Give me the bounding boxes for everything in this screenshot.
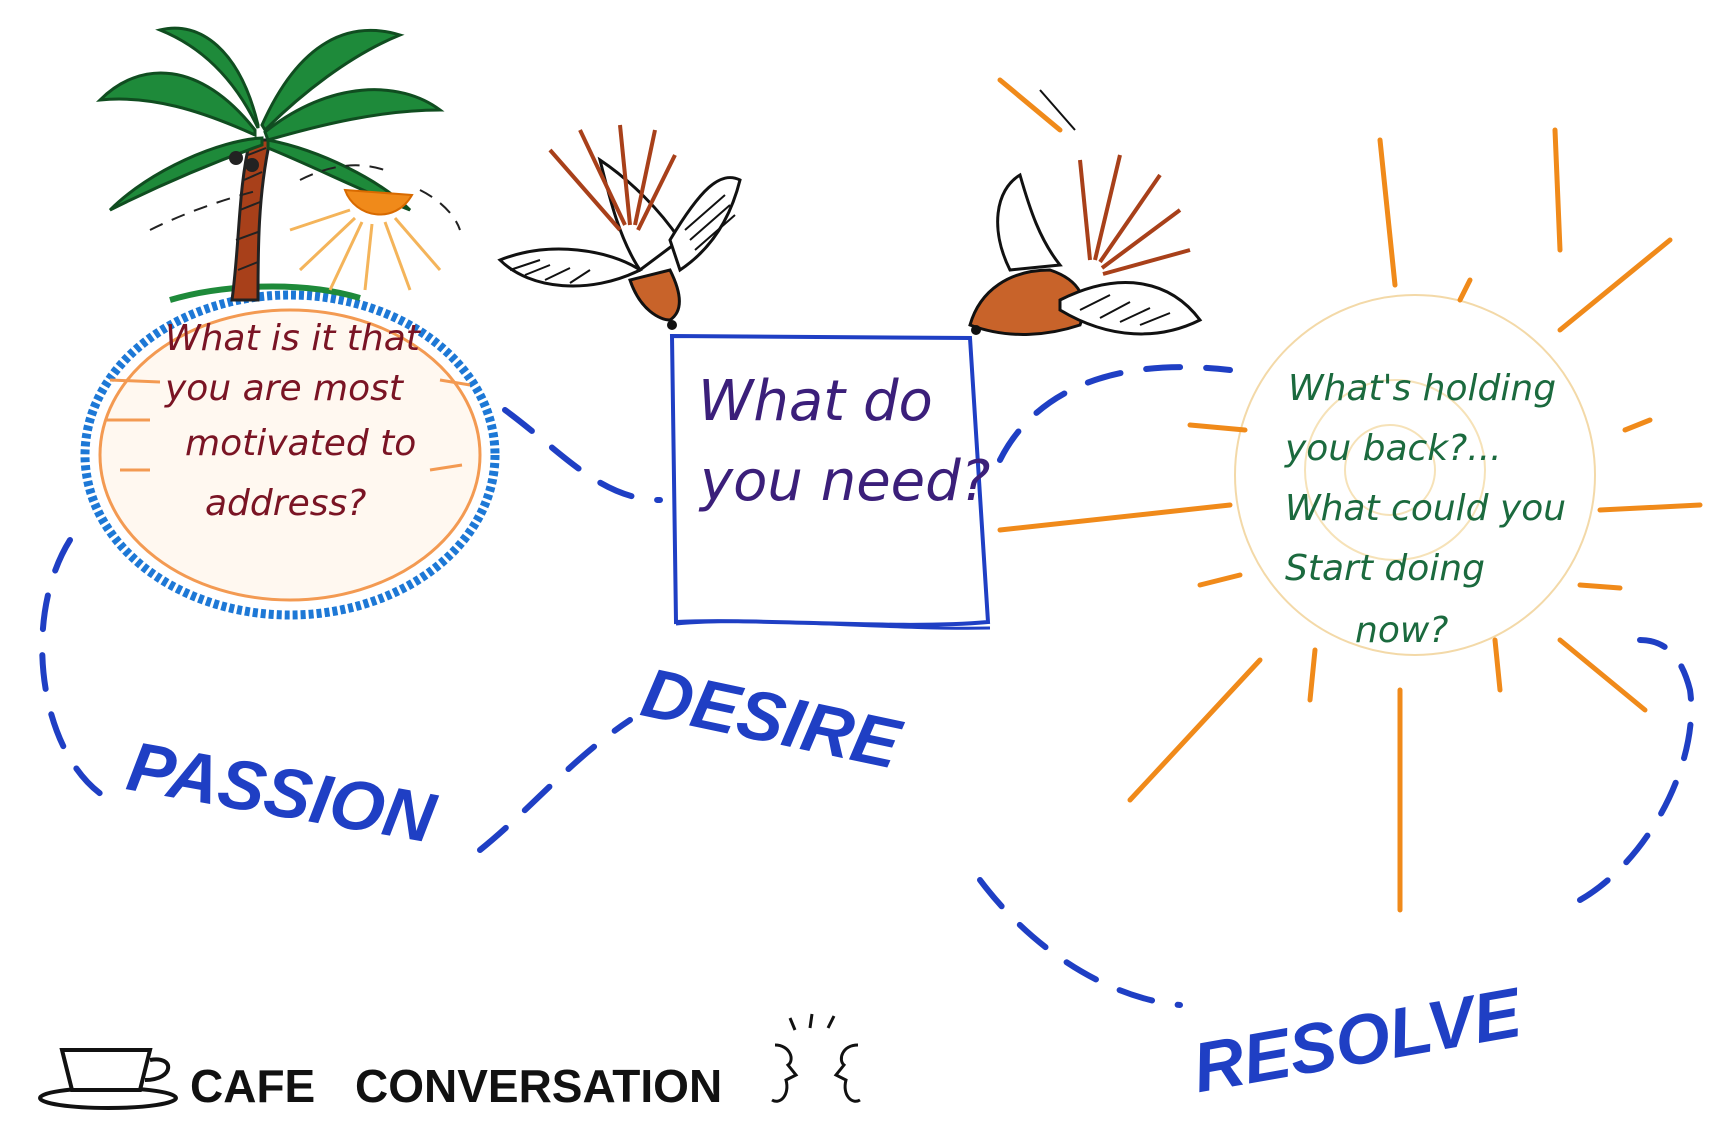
passion-question-line-4: address?: [205, 483, 366, 524]
palm-tree-icon: [95, 26, 445, 302]
dashed-path: [39, 364, 1695, 1008]
passion-question-line-1: What is it that: [165, 318, 422, 359]
desire-question-line-2: you need?: [698, 449, 990, 514]
bird-icon: [497, 124, 742, 330]
sun-icon: [997, 77, 1703, 913]
path-word-resolve: RESOLVE: [1187, 973, 1528, 1108]
resolve-question: What's holding you back?... What could y…: [1284, 368, 1566, 651]
footer-title-conversation: CONVERSATION: [355, 1060, 722, 1112]
bird-icon: [968, 154, 1203, 336]
footer-title: CAFE CONVERSATION: [190, 1060, 722, 1112]
passion-question-line-3: motivated to: [185, 423, 416, 464]
passion-question: What is it that you are most motivated t…: [164, 318, 422, 524]
desire-question: What do you need?: [698, 369, 990, 514]
passion-question-line-2: you are most: [164, 368, 405, 409]
resolve-question-line-1: What's holding: [1288, 368, 1556, 409]
island-icon: [80, 283, 500, 620]
path-word-passion: PASSION: [122, 727, 442, 858]
resolve-question-line-3: What could you: [1285, 488, 1566, 529]
coffee-cup-icon: [38, 1048, 178, 1110]
small-sun-icon: [149, 164, 461, 291]
footer-title-cafe: CAFE: [190, 1060, 315, 1112]
resolve-question-line-2: you back?...: [1284, 428, 1502, 469]
talking-faces-icon: [771, 1013, 861, 1103]
path-word-desire: DESIRE: [635, 653, 908, 784]
desire-question-line-1: What do: [698, 369, 933, 434]
resolve-question-line-4: Start doing: [1285, 548, 1485, 589]
resolve-question-line-5: now?: [1355, 610, 1448, 651]
desire-box: [669, 333, 991, 630]
